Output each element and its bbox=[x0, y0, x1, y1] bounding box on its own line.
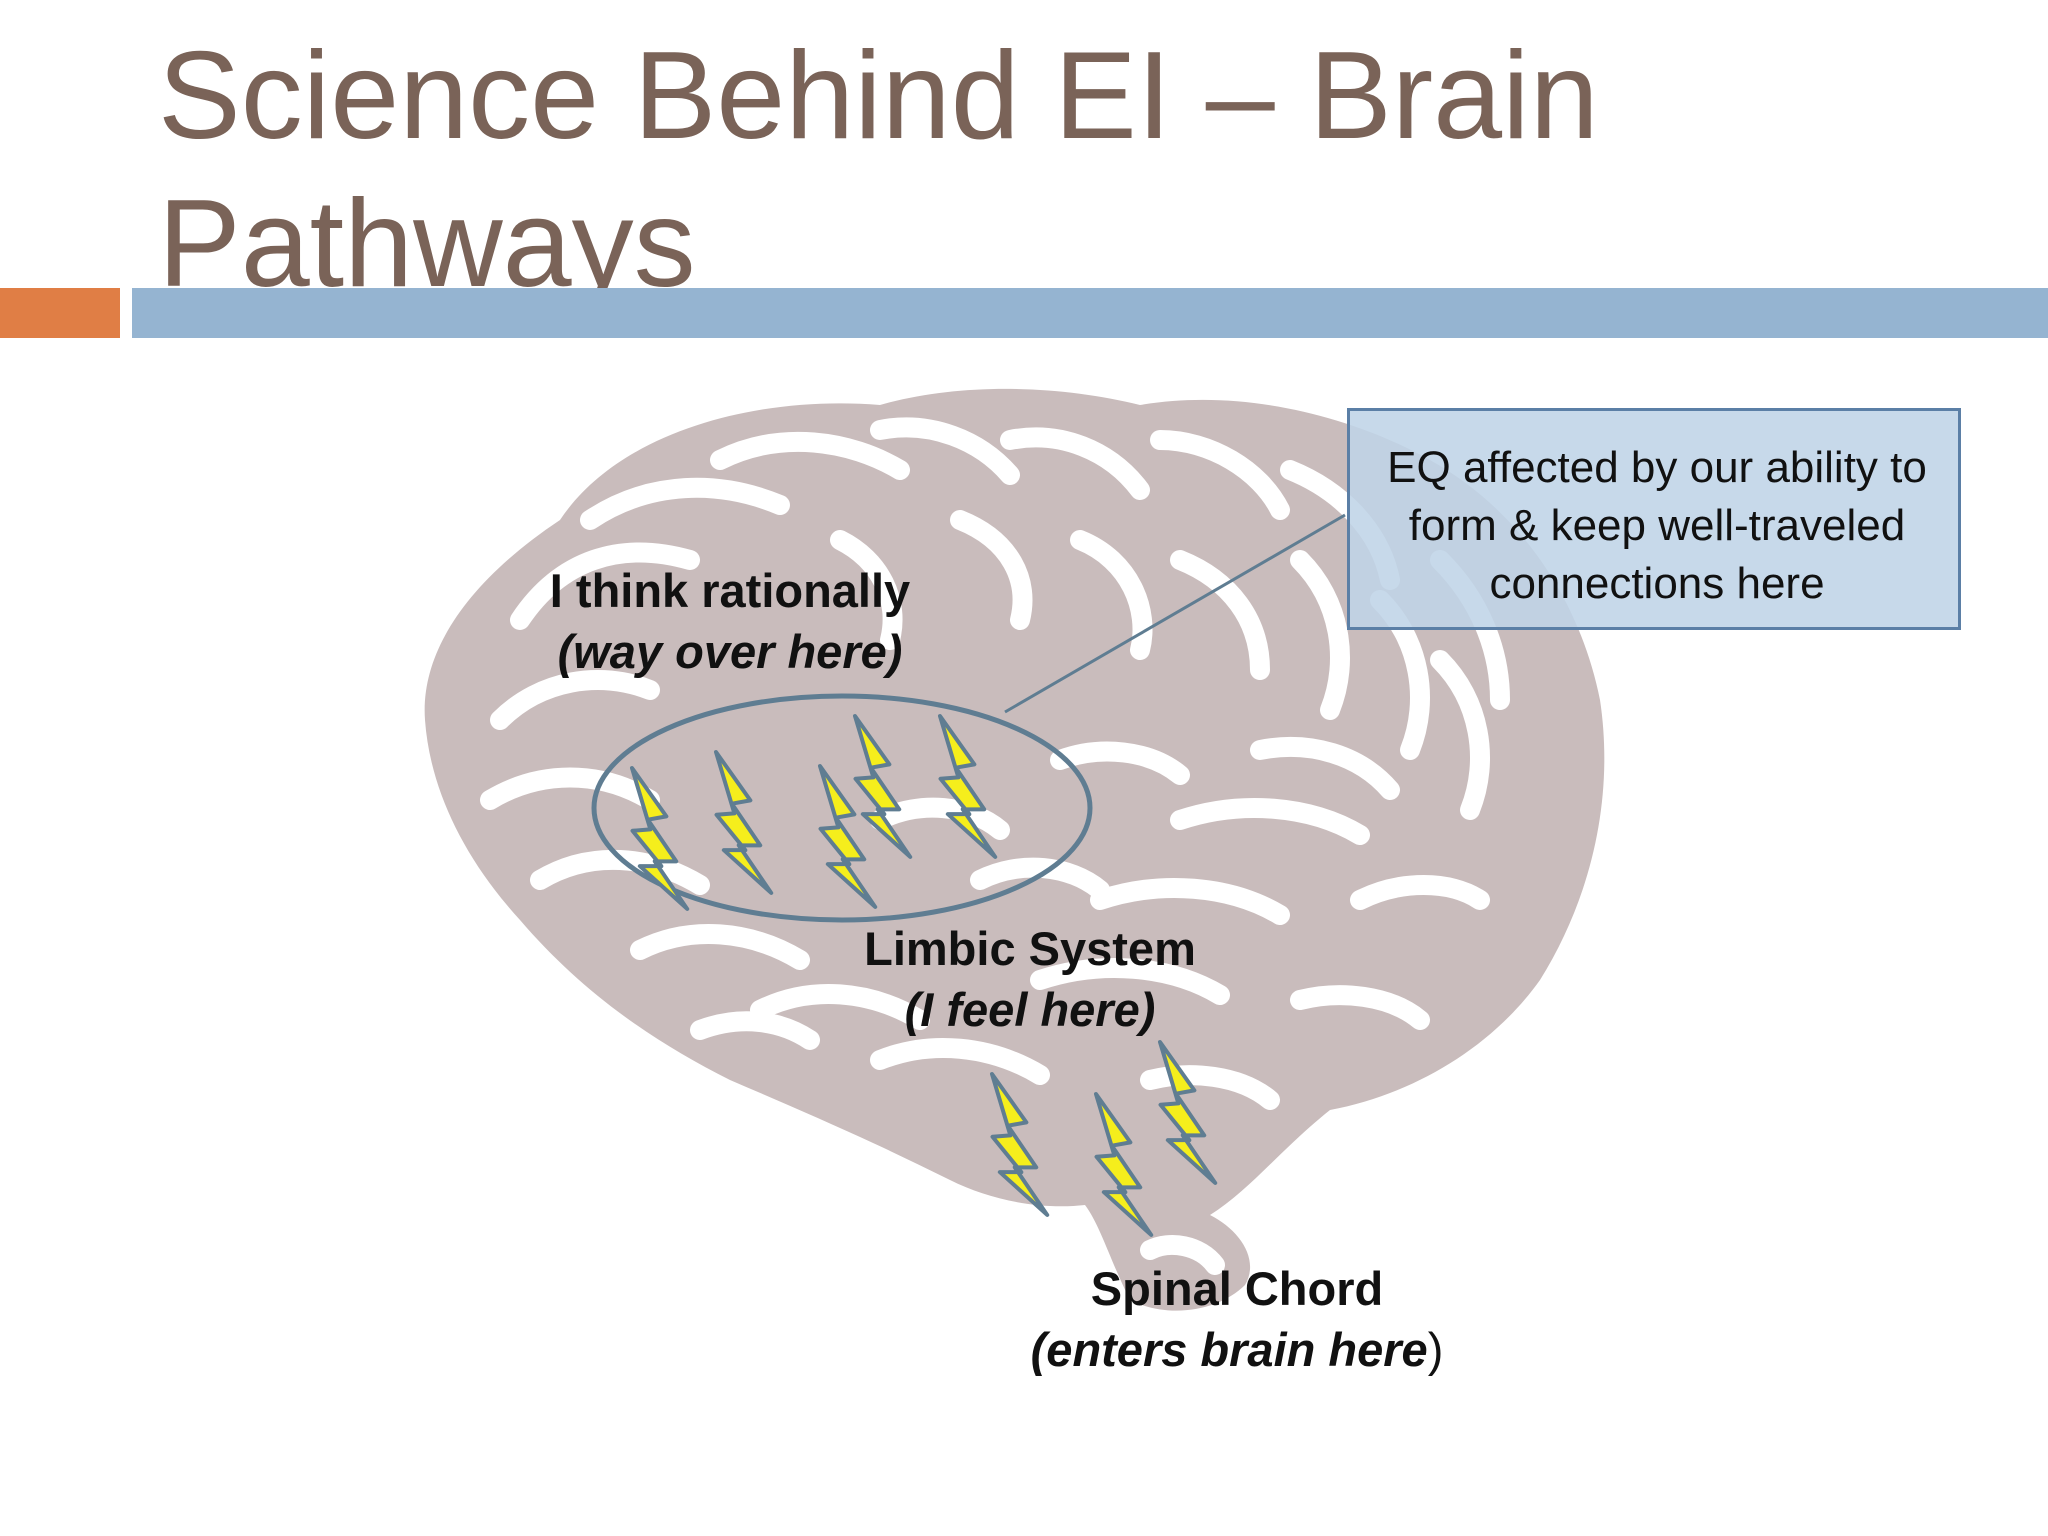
brain-silhouette bbox=[424, 388, 1605, 1311]
lightning-bolt-icon bbox=[938, 714, 998, 859]
brain-illustration bbox=[424, 388, 1605, 1311]
limbic-label-main: Limbic System bbox=[864, 922, 1196, 975]
rational-label: I think rationally (way over here) bbox=[430, 560, 1030, 682]
lightning-bolt-icon bbox=[990, 1072, 1050, 1217]
rational-label-main: I think rationally bbox=[549, 564, 911, 617]
spinal-label-sub-paren: ) bbox=[1427, 1323, 1444, 1376]
lightning-bolt-icon bbox=[630, 766, 690, 911]
lightning-bolt-icon bbox=[818, 764, 878, 909]
lightning-bolt-icon bbox=[714, 750, 774, 895]
limbic-label-sub: (I feel here) bbox=[904, 983, 1156, 1036]
lightning-bolts bbox=[630, 714, 1218, 1237]
limbic-highlight-ellipse bbox=[591, 693, 1093, 923]
connector-line bbox=[1004, 513, 1346, 714]
lightning-bolt-icon bbox=[1094, 1092, 1154, 1237]
spinal-label-sub-text: (enters brain here bbox=[1030, 1323, 1428, 1376]
rational-label-sub: (way over here) bbox=[557, 625, 903, 678]
spinal-label: Spinal Chord (enters brain here) bbox=[937, 1258, 1537, 1380]
limbic-label: Limbic System (I feel here) bbox=[730, 918, 1330, 1040]
brain-gyri bbox=[480, 417, 1510, 1275]
eq-callout-text: EQ affected by our ability to form & kee… bbox=[1387, 443, 1927, 608]
eq-callout-box: EQ affected by our ability to form & kee… bbox=[1347, 408, 1961, 630]
lightning-bolt-icon bbox=[1158, 1040, 1218, 1185]
slide-title: Science Behind EI – Brain Pathways bbox=[158, 22, 1958, 318]
lightning-bolt-icon bbox=[853, 714, 913, 859]
slide-title-line-1: Science Behind EI – Brain bbox=[158, 27, 1599, 165]
title-accent-bar bbox=[0, 288, 120, 338]
spinal-label-main: Spinal Chord bbox=[1090, 1262, 1384, 1315]
spinal-label-sub: (enters brain here) bbox=[937, 1319, 1537, 1380]
title-divider-bar bbox=[132, 288, 2048, 338]
